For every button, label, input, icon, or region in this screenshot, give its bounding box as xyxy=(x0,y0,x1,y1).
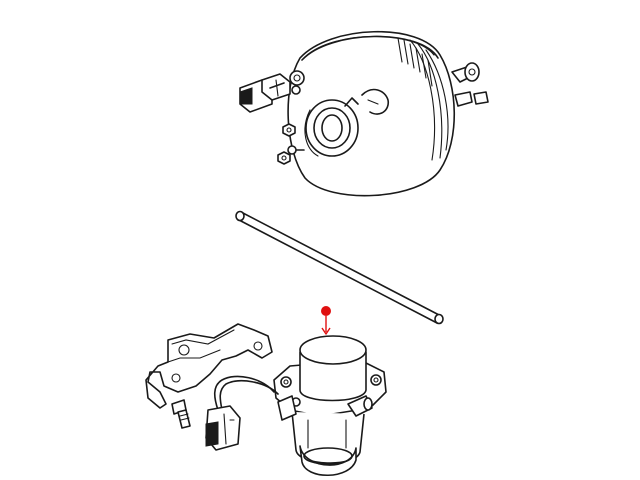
vacuum-sensor-connector xyxy=(239,73,301,113)
callout-marker xyxy=(321,306,331,335)
wire-harness-connector xyxy=(205,375,279,451)
vacuum-pump xyxy=(273,335,387,477)
brake-booster xyxy=(287,30,489,197)
mounting-nut xyxy=(277,151,291,165)
mounting-bracket xyxy=(145,323,273,409)
mounting-nut xyxy=(282,123,296,137)
bolt xyxy=(171,399,191,429)
vacuum-hose xyxy=(235,210,444,325)
